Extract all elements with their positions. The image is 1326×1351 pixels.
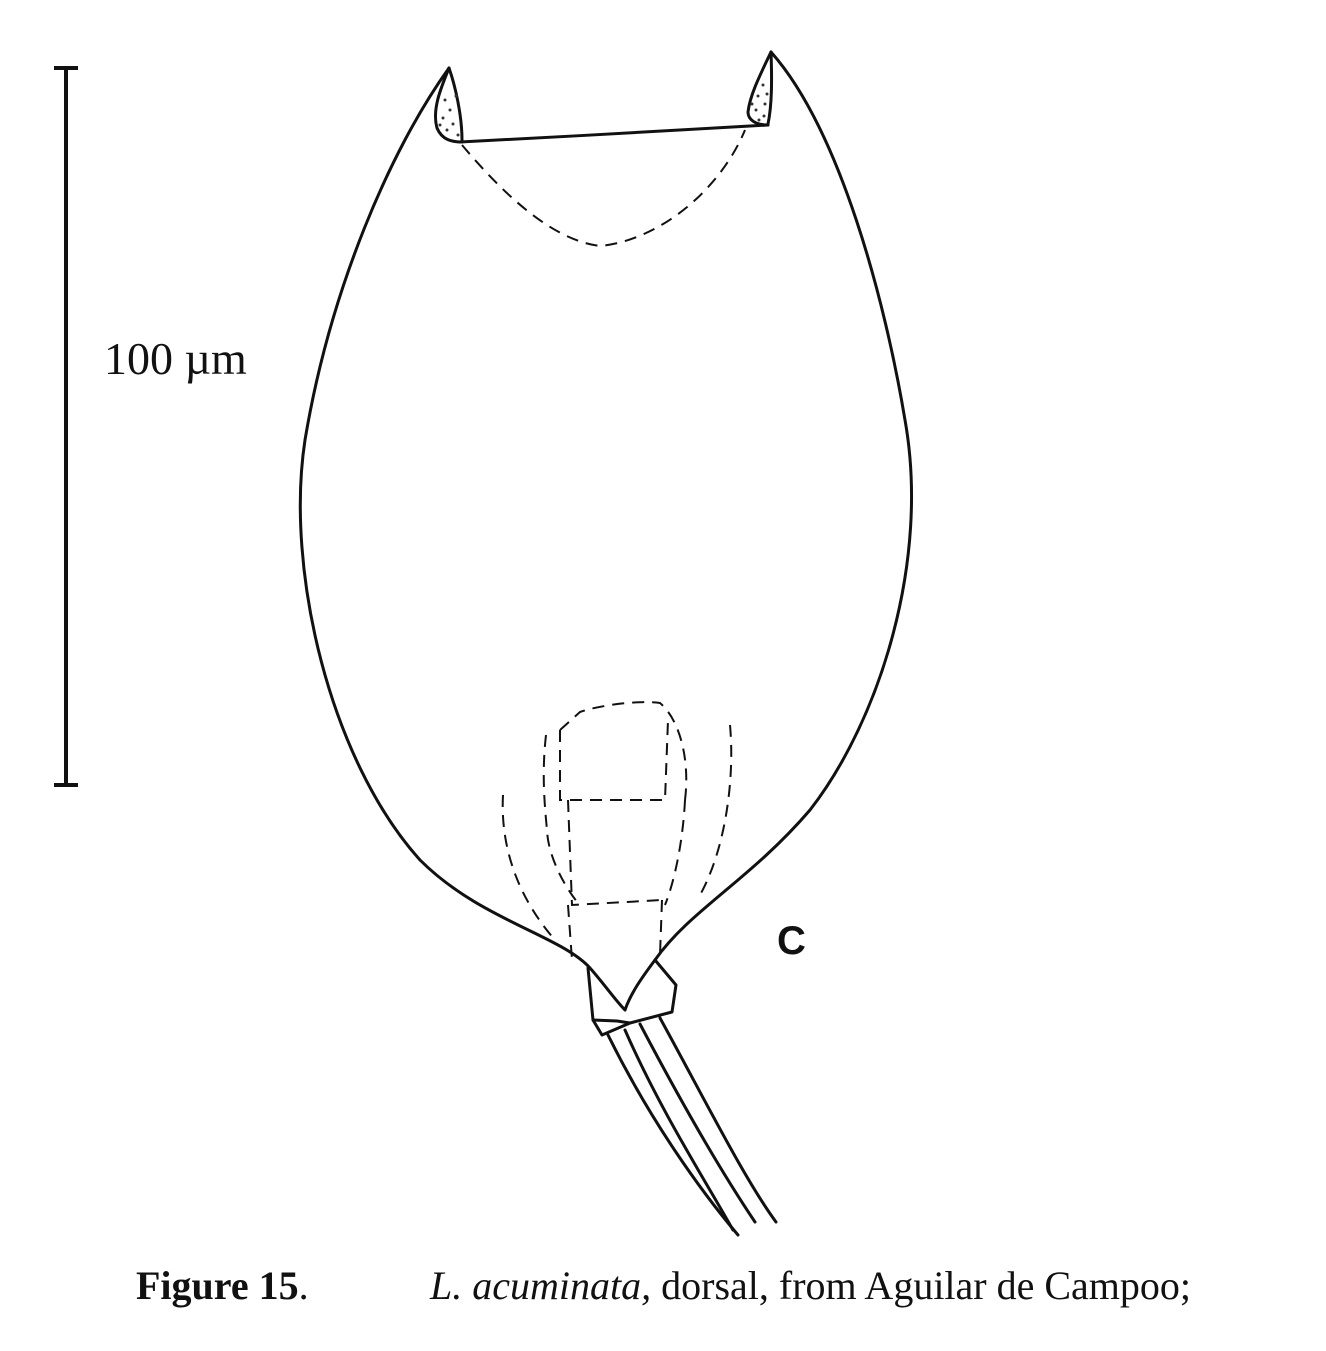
lorica-outline [298,50,914,1012]
spine-stippling [438,83,769,137]
head-dashed-outline [461,129,746,248]
foot-dashed-structures [501,701,733,961]
figure-number: Figure 15. [136,1262,309,1309]
figure-caption-text: L. acuminata, dorsal, from Aguilar de Ca… [430,1262,1191,1309]
figure-number-punct: . [298,1263,309,1308]
panel-label: C [777,919,806,963]
scale-bar [54,66,78,787]
foot-and-toes [586,958,778,1237]
caption-description: dorsal, from Aguilar de Campoo; [651,1263,1192,1308]
figure-number-text: Figure 15 [136,1263,299,1308]
species-name: L. acuminata, [430,1263,652,1308]
scale-bar-label: 100 µm [104,333,247,384]
figure-caption: Figure 15. L. acuminata, dorsal, from Ag… [0,1262,1326,1312]
